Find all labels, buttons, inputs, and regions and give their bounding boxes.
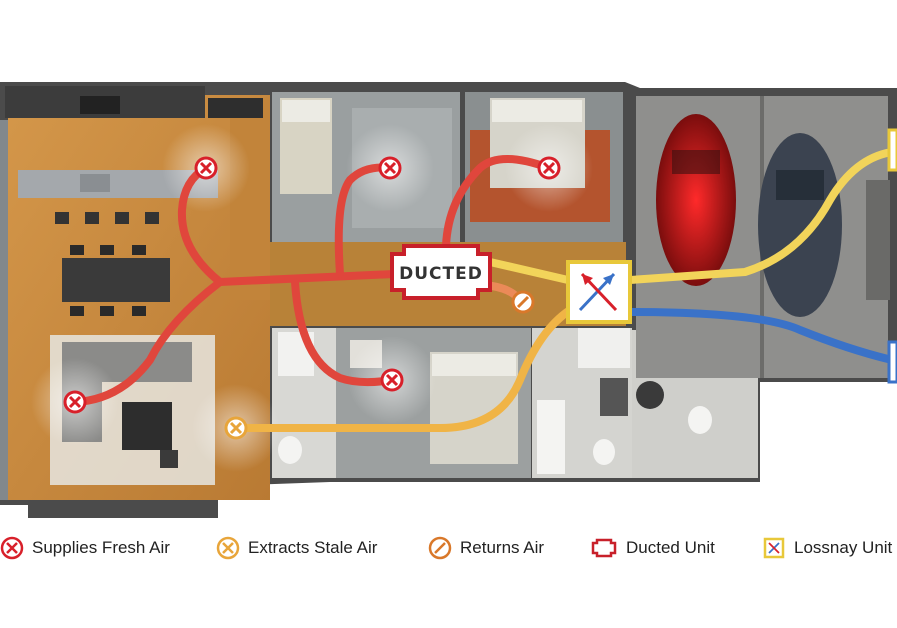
supply-trunk: [216, 270, 398, 286]
supply-branch-living: [71, 278, 224, 406]
supply-air-icon: [194, 156, 218, 180]
window-wall: [0, 120, 8, 500]
legend-label-extract: Extracts Stale Air: [248, 538, 378, 557]
supply-air-icon: [378, 156, 402, 180]
lossnay-unit-icon: [763, 537, 785, 559]
legend-label-lossnay: Lossnay Unit: [794, 538, 893, 557]
legend-label-ducted: Ducted Unit: [626, 538, 715, 557]
supply-air-icon: [0, 536, 24, 560]
bathroom-2: [532, 328, 632, 478]
bathroom-1: [272, 328, 336, 478]
legend-label-return: Returns Air: [460, 538, 545, 557]
supply-branch-bed1: [334, 163, 394, 278]
supply-air-icon: [63, 390, 87, 414]
lossnay-to-ducted-duct: [486, 258, 572, 284]
legend-item-return: Returns Air: [428, 536, 544, 560]
ducted-unit: DUCTED: [390, 244, 492, 300]
fresh-intake-duct: [626, 148, 896, 284]
laundry-unit: [578, 328, 630, 368]
return-air-icon: [428, 536, 452, 560]
ductwork: [71, 148, 896, 432]
red-car: [656, 114, 736, 286]
supply-branch-bed3: [291, 278, 396, 387]
coffee-table: [122, 402, 172, 450]
garage: [636, 96, 890, 378]
legend-item-lossnay: Lossnay Unit: [762, 536, 892, 560]
toilet: [278, 436, 302, 464]
bathtub: [537, 400, 565, 474]
cooktop: [80, 96, 120, 114]
legend-item-supply: Supplies Fresh Air: [0, 536, 170, 560]
ducted-unit-label: DUCTED: [399, 264, 483, 284]
supply-branch-kitchen: [177, 164, 224, 286]
dining-chairs: [70, 245, 146, 316]
legend-label-supply: Supplies Fresh Air: [32, 538, 170, 557]
extract-air-icon: [216, 536, 240, 560]
extract-duct: [232, 306, 574, 432]
supply-branch-bed2: [442, 155, 553, 250]
fresh-air-vent: [887, 128, 897, 172]
exhaust-vent: [887, 340, 897, 384]
legend: Supplies Fresh Air Extracts Stale Air Re…: [0, 530, 897, 566]
bar-stools: [55, 212, 159, 224]
supply-air-icon: [380, 368, 404, 392]
ducted-unit-icon: [591, 538, 617, 558]
lossnay-unit: [566, 260, 632, 324]
return-air-icon: [511, 290, 535, 314]
legend-item-extract: Extracts Stale Air: [216, 536, 377, 560]
extract-air-icon: [224, 416, 248, 440]
supply-outlets: [63, 156, 561, 414]
legend-item-ducted: Ducted Unit: [590, 536, 715, 560]
dining-table: [62, 258, 170, 302]
supply-air-icon: [537, 156, 561, 180]
dark-car: [758, 133, 842, 317]
exhaust-duct: [626, 308, 896, 364]
